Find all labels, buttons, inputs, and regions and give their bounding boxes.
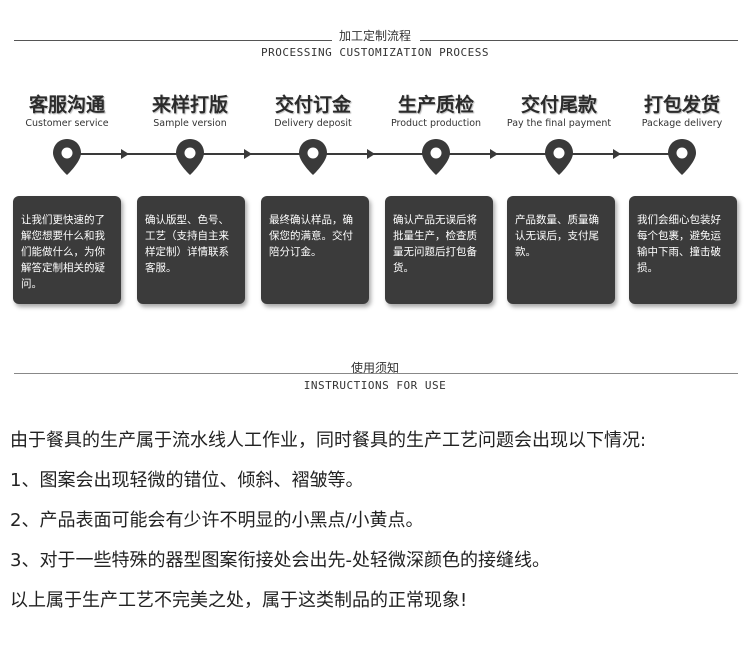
arrow-right-icon: [367, 149, 375, 159]
step-subtitle: Pay the final payment: [506, 118, 612, 129]
process-step-1: 客服沟通 Customer service: [5, 93, 129, 131]
location-pin-icon: [176, 139, 204, 175]
process-step-2: 来样打版 Sample version: [128, 93, 252, 131]
process-title-en-wrap: PROCESSING CUSTOMIZATION PROCESS: [0, 46, 750, 59]
step-subtitle: Sample version: [153, 118, 227, 129]
process-title-cn: 加工定制流程: [338, 29, 411, 43]
step-subtitle: Package delivery: [641, 118, 723, 129]
arrow-right-icon: [244, 149, 252, 159]
step-subtitle: Product production: [390, 118, 482, 129]
location-pin-icon: [422, 139, 450, 175]
process-title-en: PROCESSING CUSTOMIZATION PROCESS: [261, 46, 489, 59]
step-title: 来样打版: [151, 94, 228, 116]
step-description-card: 确认产品无误后将批量生产，检查质量无问题后打包备货。: [385, 196, 493, 304]
arrow-right-icon: [613, 149, 621, 159]
instructions-title-en: INSTRUCTIONS FOR USE: [303, 379, 447, 392]
instructions-title-en-wrap: INSTRUCTIONS FOR USE: [0, 379, 750, 392]
instruction-item-2: 2、产品表面可能会有少许不明显的小黑点/小黄点。: [10, 510, 424, 531]
arrow-right-icon: [490, 149, 498, 159]
process-step-4: 生产质检 Product production: [374, 93, 498, 131]
divider-left: [14, 40, 332, 41]
instructions-intro: 由于餐具的生产属于流水线人工作业，同时餐具的生产工艺问题会出现以下情况:: [10, 430, 647, 451]
step-title: 打包发货: [643, 94, 720, 116]
instructions-divider: [14, 373, 738, 374]
step-title: 客服沟通: [28, 94, 105, 116]
instruction-item-3: 3、对于一些特殊的器型图案衔接处会出先-处轻微深颜色的接缝线。: [10, 550, 550, 571]
instructions-body: 由于餐具的生产属于流水线人工作业，同时餐具的生产工艺问题会出现以下情况: 1、图…: [10, 421, 742, 621]
step-title: 交付订金: [274, 94, 351, 116]
process-section-header: 加工定制流程: [0, 27, 750, 44]
location-pin-icon: [668, 139, 696, 175]
step-description-card: 确认版型、色号、工艺（支持自主来样定制）详情联系客服。: [137, 196, 245, 304]
step-subtitle: Customer service: [25, 118, 109, 129]
instruction-item-1: 1、图案会出现轻微的错位、倾斜、褶皱等。: [10, 470, 364, 491]
instructions-conclusion: 以上属于生产工艺不完美之处，属于这类制品的正常现象!: [10, 590, 468, 611]
process-step-3: 交付订金 Delivery deposit: [251, 93, 375, 131]
instructions-section-header: 使用须知: [0, 359, 750, 376]
instructions-title-cn: 使用须知: [350, 361, 399, 375]
location-pin-icon: [299, 139, 327, 175]
arrow-right-icon: [121, 149, 129, 159]
location-pin-icon: [545, 139, 573, 175]
location-pin-icon: [53, 139, 81, 175]
step-title: 生产质检: [397, 94, 474, 116]
step-description-card: 让我们更快速的了解您想要什么和我们能做什么，为你解答定制相关的疑问。: [13, 196, 121, 304]
step-description-card: 最终确认样品，确保您的满意。交付陪分订金。: [261, 196, 369, 304]
process-step-5: 交付尾款 Pay the final payment: [497, 93, 621, 131]
step-title: 交付尾款: [520, 94, 597, 116]
divider-right: [420, 40, 738, 41]
step-description-card: 产品数量、质量确认无误后，支付尾款。: [507, 196, 615, 304]
process-step-6: 打包发货 Package delivery: [620, 93, 744, 131]
step-subtitle: Delivery deposit: [274, 118, 352, 129]
step-description-card: 我们会细心包装好每个包裹，避免运输中下雨、撞击破损。: [629, 196, 737, 304]
